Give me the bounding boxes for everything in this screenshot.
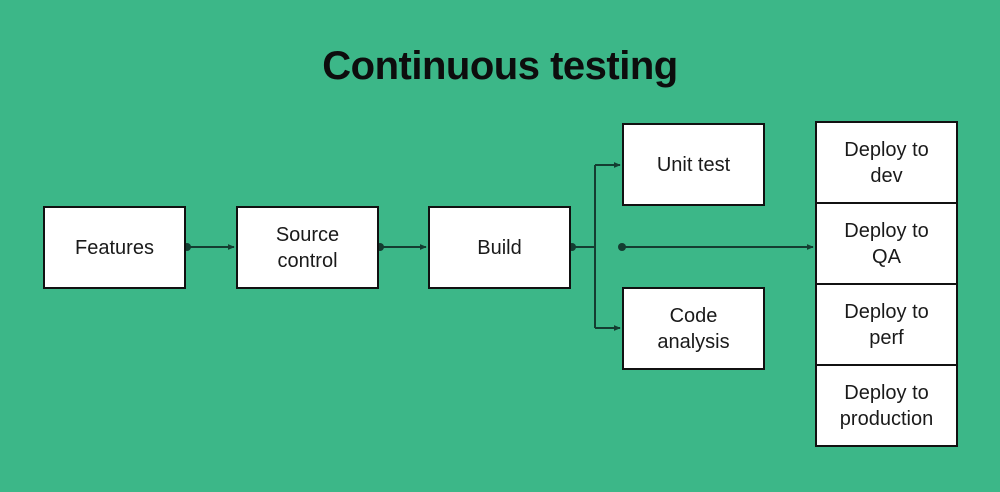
stack-row-deploy-dev[interactable]: Deploy to dev — [817, 123, 956, 204]
node-source-control[interactable]: Source control — [236, 206, 379, 289]
page-title: Continuous testing — [322, 44, 678, 88]
deploy-stack: Deploy to dev Deploy to QA Deploy to per… — [815, 121, 958, 447]
edge-build-to-deploy-qa — [618, 243, 814, 251]
node-build[interactable]: Build — [428, 206, 571, 289]
node-unit-test[interactable]: Unit test — [622, 123, 765, 206]
node-code-analysis[interactable]: Code analysis — [622, 287, 765, 370]
stack-row-deploy-qa[interactable]: Deploy to QA — [817, 204, 956, 285]
edge-features-to-source — [183, 243, 235, 251]
edge-build-branch-hub — [568, 165, 596, 328]
node-features[interactable]: Features — [43, 206, 186, 289]
stack-row-deploy-perf[interactable]: Deploy to perf — [817, 285, 956, 366]
edge-source-to-build — [376, 243, 427, 251]
stack-row-deploy-production[interactable]: Deploy to production — [839, 381, 934, 430]
